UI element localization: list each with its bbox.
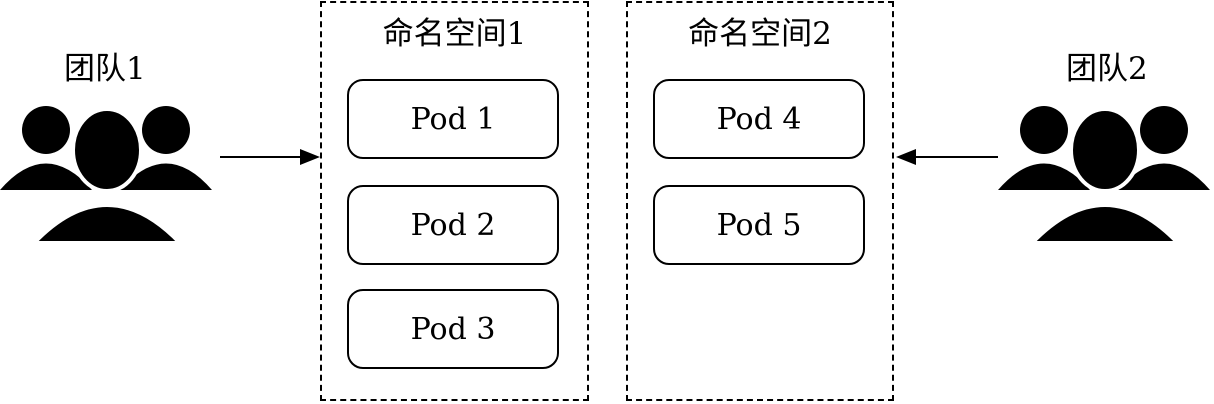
pod-5: Pod 5 bbox=[653, 185, 865, 265]
pod-4: Pod 4 bbox=[653, 79, 865, 159]
team-2-label: 团队2 bbox=[1066, 51, 1148, 87]
namespace-2-box: 命名空间2 Pod 4 Pod 5 bbox=[626, 1, 894, 401]
namespace-1-title: 命名空间1 bbox=[382, 16, 527, 52]
pod-2: Pod 2 bbox=[347, 185, 559, 265]
team-2-people-icon bbox=[998, 106, 1210, 245]
pod-3: Pod 3 bbox=[347, 289, 559, 369]
namespace-2-title: 命名空间2 bbox=[688, 16, 832, 52]
team-2-to-namespace-2-arrow bbox=[896, 149, 998, 165]
pod-1: Pod 1 bbox=[347, 79, 559, 159]
team-1-to-namespace-1-arrow bbox=[220, 149, 320, 165]
team-1-label: 团队1 bbox=[64, 51, 146, 87]
team-1-people-icon bbox=[0, 106, 212, 245]
namespace-1-box: 命名空间1 Pod 1 Pod 2 Pod 3 bbox=[320, 1, 589, 401]
